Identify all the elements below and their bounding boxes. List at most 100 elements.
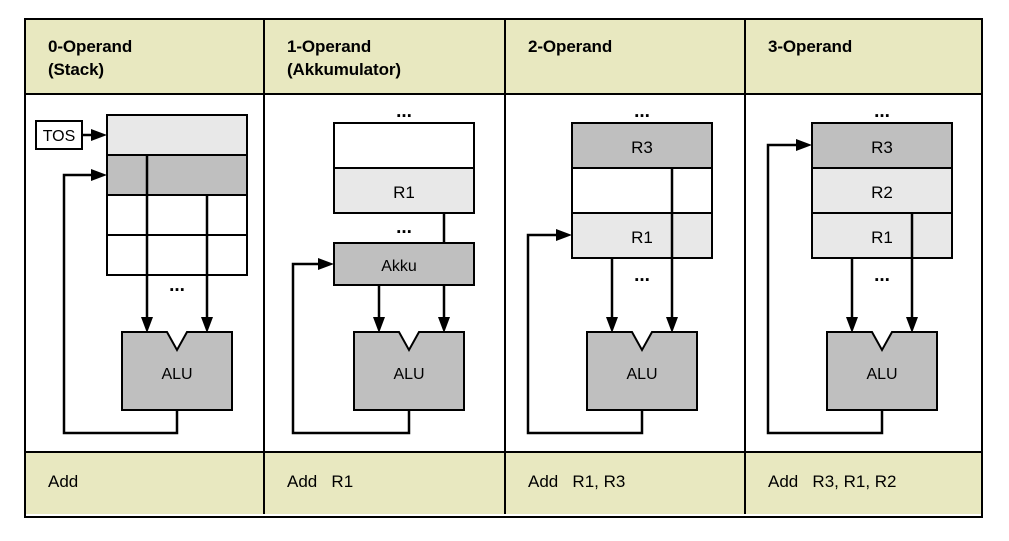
register-cell-r1 <box>571 212 713 259</box>
header-title-1: 1-Operand (Akkumulator) <box>265 20 504 82</box>
header-line1-0: 0-Operand <box>48 37 133 56</box>
table-header-row: 0-Operand (Stack) 1-Operand (Akkumulator… <box>26 20 981 95</box>
register-cell-empty <box>571 167 713 214</box>
stack-ellipsis: ... <box>169 275 185 296</box>
register-file-ellipsis-mid: ... <box>874 265 890 286</box>
alu-shape <box>586 331 698 411</box>
stack-cell-2 <box>106 194 248 236</box>
stack-memory-block <box>106 114 248 276</box>
register-file-block: R3 R1 <box>571 122 713 259</box>
accumulator-label: Akku <box>381 258 417 275</box>
stack-architecture-diagram: ... ALU TOS <box>35 114 248 435</box>
register-cell-r3 <box>571 122 713 169</box>
stack-cell-0 <box>106 114 248 156</box>
header-title-0: 0-Operand (Stack) <box>26 20 263 82</box>
diagram-cell-1-operand: ... R1 ... Akku <box>265 95 506 451</box>
register-label-r3: R3 <box>631 138 653 157</box>
writeback-line <box>62 173 179 435</box>
instruction-text-1: Add R1 <box>287 472 354 491</box>
writeback-path <box>526 229 644 435</box>
alu-label: ALU <box>161 366 192 383</box>
alu-block: ALU <box>121 331 233 411</box>
header-line2-0: (Stack) <box>48 59 104 79</box>
table-diagram-row: ... ALU TOS <box>26 95 981 453</box>
instruction-cell-3-operand: Add R3, R1, R2 <box>746 453 981 514</box>
alu-label: ALU <box>866 366 897 383</box>
instruction-text-2: Add R1, R3 <box>528 472 626 491</box>
register-file-ellipsis-mid: ... <box>396 217 412 238</box>
operand-arrow-left <box>373 317 385 333</box>
alu-shape <box>353 331 465 411</box>
operand-bus-left <box>373 285 385 333</box>
register-label-r1: R1 <box>393 183 415 202</box>
writeback-path <box>766 139 884 435</box>
tos-box <box>35 120 83 150</box>
instruction-cell-1-operand: Add R1 <box>265 453 506 514</box>
stack-cell-1 <box>106 154 248 196</box>
alu-block: ALU <box>826 331 938 411</box>
header-line1-2: 2-Operand <box>528 37 613 56</box>
register-file-ellipsis-top: ... <box>874 101 890 122</box>
tos-arrow-head <box>91 129 107 141</box>
writeback-arrow <box>91 169 107 181</box>
tos-label: TOS <box>43 128 76 145</box>
register-file-ellipsis-top: ... <box>634 101 650 122</box>
operand-arrow-right <box>438 317 450 333</box>
operand-comparison-table: 0-Operand (Stack) 1-Operand (Akkumulator… <box>24 18 983 518</box>
operand-arrow-right <box>906 317 918 333</box>
register-file-block: R3 R2 R1 <box>811 122 953 259</box>
diagram-cell-3-operand: ... R3 R2 R1 ... <box>746 95 981 451</box>
alu-label: ALU <box>393 366 424 383</box>
diagram-cell-0-operand: ... ALU TOS <box>26 95 265 451</box>
writeback-path <box>291 258 411 435</box>
stack-cell-3 <box>106 234 248 276</box>
diagram-cell-2-operand: ... R3 R1 ... <box>506 95 746 451</box>
writeback-line <box>291 262 411 435</box>
register-cell-r3 <box>811 122 953 169</box>
accumulator-box <box>333 242 475 286</box>
accumulator-architecture-diagram: ... R1 ... Akku <box>291 101 475 435</box>
accumulator-block: Akku <box>333 242 475 286</box>
writeback-arrow <box>556 229 572 241</box>
alu-block: ALU <box>353 331 465 411</box>
register-cell-r1 <box>811 212 953 259</box>
operand-arrow-left <box>606 317 618 333</box>
operand-bus-lines <box>606 168 678 333</box>
writeback-path <box>62 169 179 435</box>
instruction-cell-0-operand: Add <box>26 453 265 514</box>
header-cell-1-operand: 1-Operand (Akkumulator) <box>265 20 506 93</box>
register-file-ellipsis-top: ... <box>396 101 412 122</box>
operand-arrow-left <box>141 317 153 333</box>
header-line1-3: 3-Operand <box>768 37 853 56</box>
header-line1-1: 1-Operand <box>287 37 372 56</box>
writeback-arrow <box>796 139 812 151</box>
alu-shape <box>826 331 938 411</box>
instruction-cell-2-operand: Add R1, R3 <box>506 453 746 514</box>
register-cell-0 <box>333 122 475 169</box>
register-file-ellipsis-mid: ... <box>634 265 650 286</box>
register-label-r1: R1 <box>631 228 653 247</box>
instruction-text-3: Add R3, R1, R2 <box>768 472 897 491</box>
operand-bus-lines <box>141 155 213 333</box>
register-label-r3: R3 <box>871 138 893 157</box>
header-cell-3-operand: 3-Operand <box>746 20 981 93</box>
alu-shape <box>121 331 233 411</box>
instruction-text-0: Add <box>48 472 79 491</box>
header-cell-0-operand: 0-Operand (Stack) <box>26 20 265 93</box>
table-instruction-row: Add Add R1 Add R1, R3 Add R3, R1, R2 <box>26 453 981 514</box>
three-operand-architecture-diagram: ... R3 R2 R1 ... <box>766 101 953 435</box>
writeback-line <box>766 143 884 435</box>
operand-bus-lines <box>846 213 918 333</box>
operand-arrow-right <box>201 317 213 333</box>
header-cell-2-operand: 2-Operand <box>506 20 746 93</box>
operand-arrow-left <box>846 317 858 333</box>
register-cell-1 <box>333 167 475 214</box>
two-operand-architecture-diagram: ... R3 R1 ... <box>526 101 713 435</box>
alu-label: ALU <box>626 366 657 383</box>
writeback-arrow <box>318 258 334 270</box>
header-line2-1: (Akkumulator) <box>287 59 401 79</box>
alu-block: ALU <box>586 331 698 411</box>
register-label-r1: R1 <box>871 228 893 247</box>
header-title-3: 3-Operand <box>746 20 981 59</box>
